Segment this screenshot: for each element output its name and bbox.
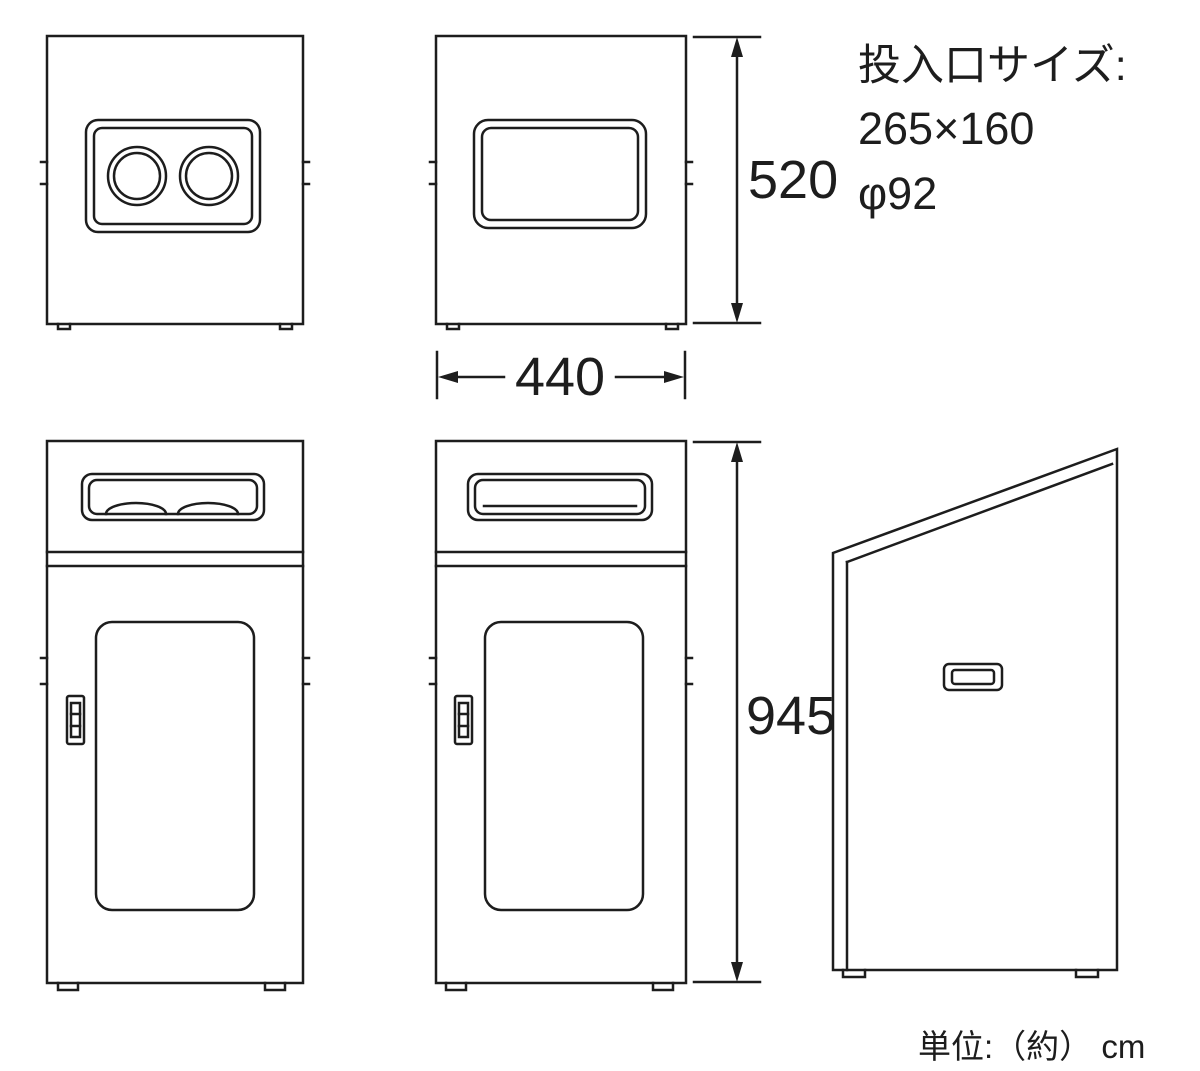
side-handle-inner (950, 668, 996, 686)
handle-grip-lines (457, 712, 470, 728)
round-hole-right-inner (184, 151, 234, 201)
insert-panel-outer (84, 118, 262, 234)
side-handle-outer (942, 662, 1004, 692)
door-panel (483, 620, 645, 912)
arrowhead-up-icon (731, 37, 743, 57)
opening-size-value: 265×160 (858, 103, 1034, 154)
edge-clips (39, 160, 311, 186)
front-view-full-round-holes (39, 439, 311, 992)
handle-outer (65, 694, 86, 746)
feet (56, 981, 287, 992)
slot-opening-outer (466, 472, 654, 522)
body-outline (45, 439, 305, 985)
hole-arc-left (104, 501, 168, 516)
slot-opening-inner (473, 478, 647, 516)
feet (444, 981, 675, 992)
slot-opening-outer (80, 472, 266, 522)
round-hole-left-outer (106, 145, 168, 207)
dim-label-top-height: 520 (748, 150, 838, 210)
dimension-945 (692, 440, 762, 984)
slot-opening-inner (480, 126, 640, 222)
side-outline (831, 447, 1119, 972)
lid-box-outline (434, 34, 688, 326)
extension-ticks (435, 350, 687, 400)
opening-diameter-value: φ92 (858, 168, 937, 219)
hole-arc-right (176, 501, 240, 516)
arrowhead-down-icon (731, 303, 743, 323)
front-view-full-rect-slot (428, 439, 694, 992)
unit-note: 単位:（約） cm (918, 1028, 1145, 1065)
extension-ticks (692, 35, 762, 325)
handle-grip-lines (69, 712, 82, 728)
feet (841, 968, 1100, 979)
arrowhead-up-icon (731, 442, 743, 462)
insert-panel-inner (92, 126, 254, 226)
lid-inner-slope-line (845, 462, 1114, 564)
dim-label-total-height: 945 (746, 686, 836, 746)
lid-box-outline (45, 34, 305, 326)
round-hole-right-outer (178, 145, 240, 207)
round-hole-left-inner (112, 151, 162, 201)
edge-clips (428, 656, 694, 686)
extension-ticks (692, 440, 762, 984)
feet-nubs (56, 322, 294, 331)
front-view-top-rect-slot (428, 34, 694, 331)
slot-opening-outer (472, 118, 648, 230)
front-view-top-round-holes (39, 34, 311, 331)
arrowhead-down-icon (731, 962, 743, 982)
dimension-520 (692, 35, 762, 325)
body-outline (434, 439, 688, 985)
handle-outer (453, 694, 474, 746)
edge-clips (39, 656, 311, 686)
door-panel (94, 620, 256, 912)
handle-inner (457, 701, 470, 739)
feet-nubs (445, 322, 680, 331)
arrowhead-left-icon (438, 371, 458, 383)
edge-clips (428, 160, 694, 186)
dim-label-width: 440 (515, 347, 605, 407)
opening-size-label: 投入口サイズ: (858, 42, 1127, 90)
dimension-440 (435, 350, 687, 400)
side-view (831, 447, 1119, 979)
arrowhead-right-icon (664, 371, 684, 383)
handle-inner (69, 701, 82, 739)
slot-opening-inner (87, 478, 259, 516)
